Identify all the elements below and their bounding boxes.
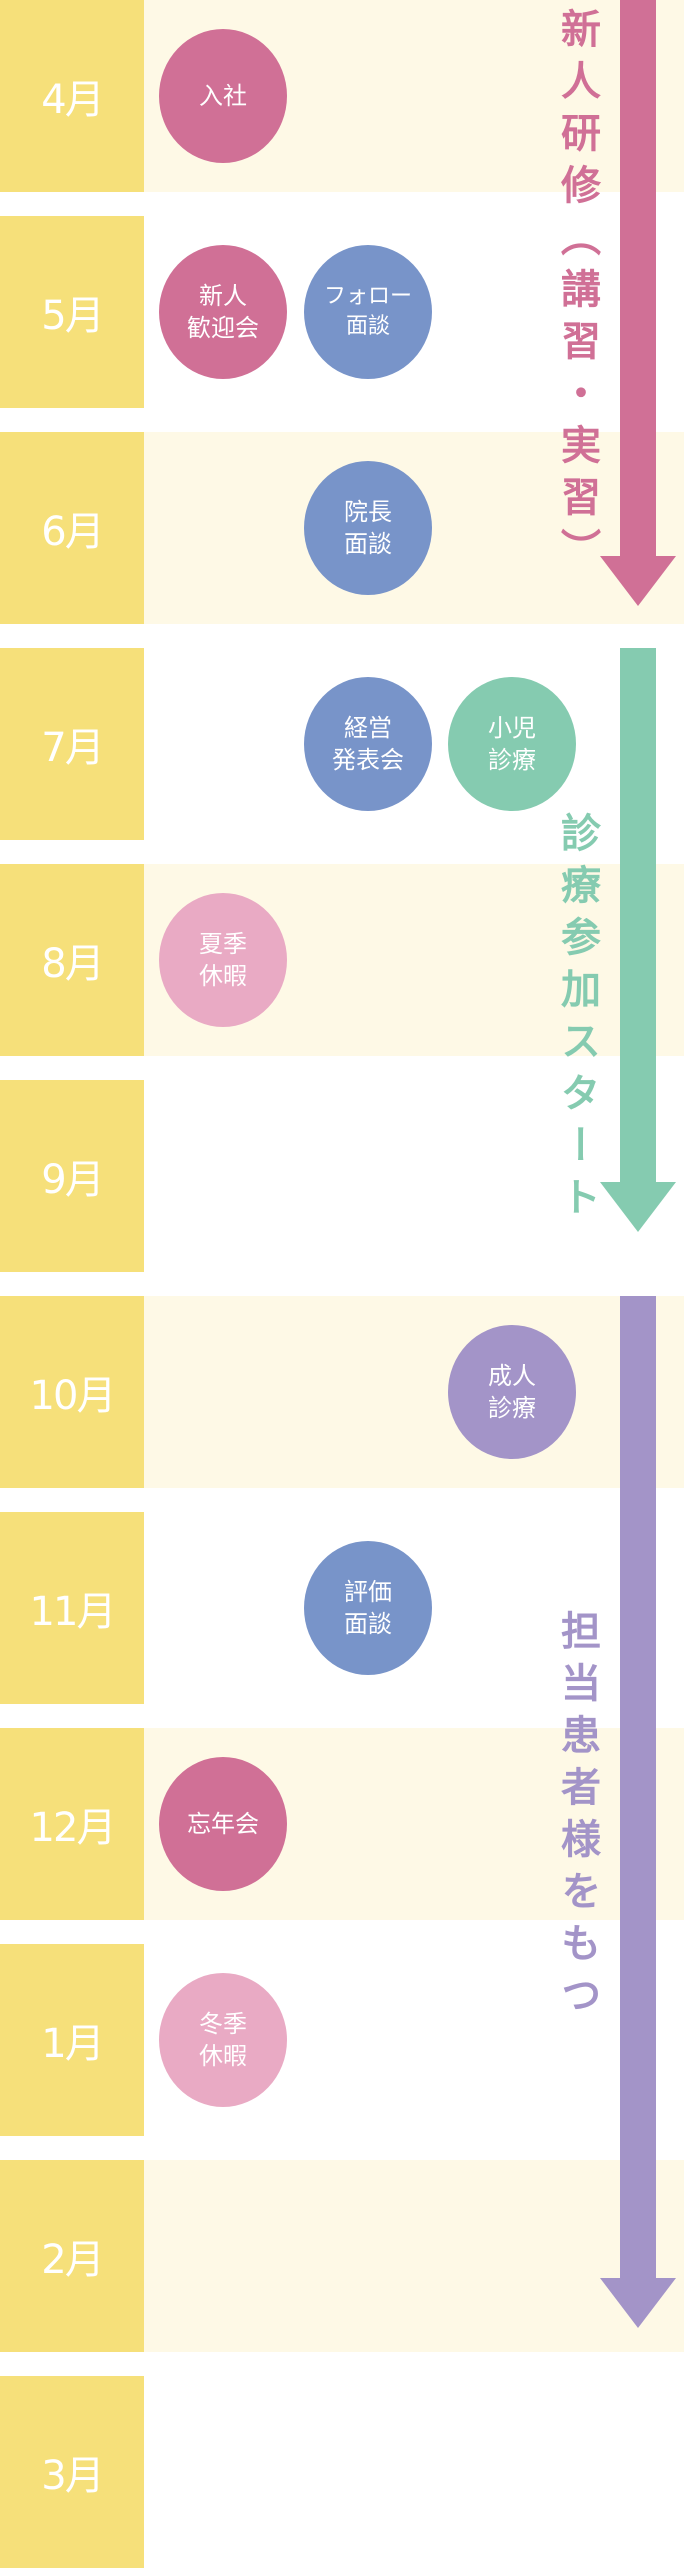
arrow-shaft: [620, 648, 656, 1184]
event-management-presentation: 経営 発表会: [304, 677, 432, 811]
month-label: 1月: [0, 1944, 144, 2136]
month-row-nov: 11月 評価 面談: [0, 1512, 684, 1704]
month-row-jul: 7月 経営 発表会 小児 診療: [0, 648, 684, 840]
arrow-head-icon: [600, 1182, 676, 1232]
month-label: 9月: [0, 1080, 144, 1272]
event-pediatric-care: 小児 診療: [448, 677, 576, 811]
arrow-shaft: [620, 1296, 656, 2280]
month-row-mar: 3月: [0, 2376, 684, 2568]
month-label: 7月: [0, 648, 144, 840]
phase-patients-label: 担当患者様をもつ: [554, 1610, 600, 2026]
month-row-jun: 6月 院長 面談: [0, 432, 684, 624]
month-label: 10月: [0, 1296, 144, 1488]
phase-clinical-label: 診療参加スタート: [554, 812, 600, 1228]
month-row-feb: 2月: [0, 2160, 684, 2352]
arrow-shaft: [620, 0, 656, 560]
month-row-may: 5月 新人 歓迎会 フォロー 面談: [0, 216, 684, 408]
month-label: 8月: [0, 864, 144, 1056]
event-welcome-party: 新人 歓迎会: [159, 245, 287, 379]
event-evaluation-interview: 評価 面談: [304, 1541, 432, 1675]
month-label: 2月: [0, 2160, 144, 2352]
event-winter-vacation: 冬季 休暇: [159, 1973, 287, 2107]
month-row-sep: 9月: [0, 1080, 684, 1272]
event-joining: 入社: [159, 29, 287, 163]
month-label: 4月: [0, 0, 144, 192]
month-row-aug: 8月 夏季 休暇: [0, 864, 684, 1056]
month-row-oct: 10月 成人 診療: [0, 1296, 684, 1488]
arrow-head-icon: [600, 556, 676, 606]
event-summer-vacation: 夏季 休暇: [159, 893, 287, 1027]
event-follow-up-interview: フォロー 面談: [304, 245, 432, 379]
event-director-interview: 院長 面談: [304, 461, 432, 595]
event-adult-care: 成人 診療: [448, 1325, 576, 1459]
month-label: 3月: [0, 2376, 144, 2568]
month-row-apr: 4月 入社: [0, 0, 684, 192]
month-label: 12月: [0, 1728, 144, 1920]
month-label: 6月: [0, 432, 144, 624]
month-row-dec: 12月 忘年会: [0, 1728, 684, 1920]
event-year-end-party: 忘年会: [159, 1757, 287, 1891]
month-label: 11月: [0, 1512, 144, 1704]
phase-training-label: 新人研修（講習・実習）: [554, 8, 600, 580]
arrow-head-icon: [600, 2278, 676, 2328]
month-label: 5月: [0, 216, 144, 408]
month-row-jan: 1月 冬季 休暇: [0, 1944, 684, 2136]
